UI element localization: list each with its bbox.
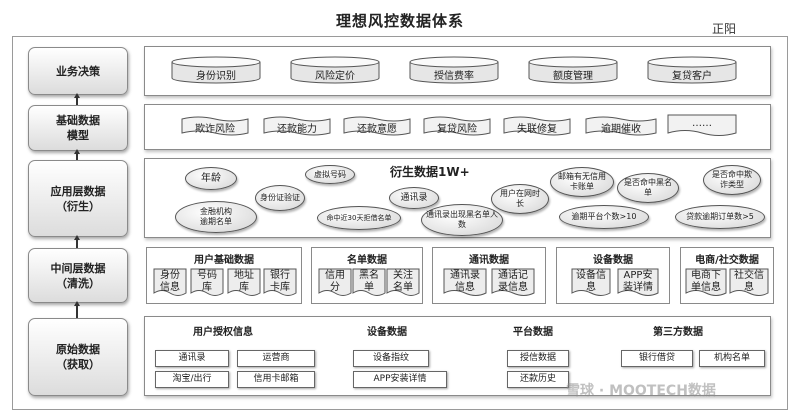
middle-group-title: 名单数据 bbox=[347, 255, 387, 266]
middle-doc: 身份 信息 bbox=[153, 268, 187, 298]
author-label: 正阳 bbox=[712, 22, 737, 36]
raw-tag: 信用卡邮箱 bbox=[237, 371, 315, 388]
middle-doc: 设备信 息 bbox=[571, 268, 611, 298]
derived-item: 邮箱有无信用 卡账单 bbox=[550, 167, 614, 197]
derived-item: 身份证验证 bbox=[255, 185, 305, 211]
decision-label: 复贷客户 bbox=[672, 71, 712, 82]
middle-group: 名单数据 信用 分 黑名 单 关注 名单 bbox=[311, 247, 423, 304]
model-item: 还款意愿 bbox=[343, 115, 411, 137]
raw-tag: 还款历史 bbox=[507, 371, 569, 388]
raw-panel: 用户授权信息 设备数据 平台数据 第三方数据 通讯录 运营商 淘宝/出行 信用卡… bbox=[144, 316, 771, 396]
watermark: 雪球 · MOOTECH数据 bbox=[566, 383, 716, 399]
derived-item: 年龄 bbox=[185, 167, 237, 190]
middle-doc: 社交信 息 bbox=[729, 268, 769, 298]
model-item: 还款能力 bbox=[263, 115, 331, 137]
model-item-more: …… bbox=[667, 113, 737, 139]
derived-item: 逾期平台个数>10 bbox=[559, 205, 649, 229]
model-item: 失联修复 bbox=[503, 115, 571, 137]
arrow-up-icon bbox=[74, 235, 80, 248]
layer-business-decision: 业务决策 bbox=[28, 47, 128, 95]
decision-label: 风险定价 bbox=[315, 71, 355, 82]
derived-item: 虚拟号码 bbox=[305, 165, 355, 184]
decision-cylinder: 额度管理 bbox=[528, 56, 618, 84]
derived-item: 金融机构 逾期名单 bbox=[175, 201, 257, 233]
layer-application-data: 应用层数据 （衍生） bbox=[28, 160, 128, 237]
middle-doc: APP安 装详情 bbox=[617, 268, 659, 298]
middle-doc: 信用 分 bbox=[318, 268, 352, 298]
raw-column-header: 设备数据 bbox=[367, 327, 407, 338]
decision-label: 身份识别 bbox=[196, 71, 236, 82]
middle-doc: 通讯录 信息 bbox=[443, 268, 487, 298]
raw-tag: 机构名单 bbox=[699, 350, 765, 367]
middle-group: 通讯数据 通讯录 信息 通话记 录信息 bbox=[432, 247, 546, 304]
decision-label: 额度管理 bbox=[553, 71, 593, 82]
raw-tag: 淘宝/出行 bbox=[155, 371, 229, 388]
middle-group-title: 通讯数据 bbox=[469, 255, 509, 266]
derived-item: 贷款逾期订单数>5 bbox=[675, 205, 765, 229]
decision-cylinder: 授信费率 bbox=[409, 56, 499, 84]
middle-doc: 关注 名单 bbox=[386, 268, 420, 298]
derived-item: 通讯录出现黑名单人 数 bbox=[421, 204, 503, 236]
middle-doc: 银行 卡库 bbox=[263, 268, 297, 298]
diagram-title: 理想风控数据体系 bbox=[335, 12, 464, 30]
raw-tag: APP安装详情 bbox=[353, 371, 447, 388]
diagram-frame bbox=[12, 36, 788, 410]
derived-item: 是否命中欺 诈类型 bbox=[703, 165, 761, 195]
layer-raw-data: 原始数据 （获取） bbox=[28, 318, 128, 396]
derived-item: 通讯录 bbox=[389, 187, 439, 209]
middle-doc: 通话记 录信息 bbox=[491, 268, 535, 298]
decision-panel: 身份识别 风险定价 授信费率 额度管理 复贷客户 bbox=[144, 46, 771, 96]
decision-cylinder: 风险定价 bbox=[290, 56, 380, 84]
model-item: 欺诈风险 bbox=[181, 115, 249, 137]
arrow-up-icon bbox=[74, 149, 80, 160]
model-item: 复贷风险 bbox=[423, 115, 491, 137]
model-item: 逾期催收 bbox=[585, 115, 657, 137]
derived-panel: 衍生数据1W+ 年龄 虚拟号码 身份证验证 金融机构 逾期名单 通讯录 命中近3… bbox=[144, 158, 771, 238]
middle-group-title: 设备数据 bbox=[593, 255, 633, 266]
raw-tag: 运营商 bbox=[237, 350, 315, 367]
layer-base-model: 基础数据 模型 bbox=[28, 105, 128, 151]
middle-doc: 黑名 单 bbox=[352, 268, 386, 298]
model-panel: 欺诈风险 还款能力 还款意愿 复贷风险 失联修复 逾期催收 …… bbox=[144, 104, 771, 150]
middle-doc: 电商下 单信息 bbox=[685, 268, 727, 298]
middle-group-title: 用户基础数据 bbox=[194, 255, 254, 266]
middle-group: 用户基础数据 身份 信息 号码 库 地址 库 银行 卡库 bbox=[146, 247, 302, 304]
arrow-up-icon bbox=[74, 93, 80, 105]
decision-label: 授信费率 bbox=[434, 71, 474, 82]
middle-group: 电商/社交数据 电商下 单信息 社交信 息 bbox=[680, 247, 774, 304]
derived-title: 衍生数据1W+ bbox=[390, 165, 470, 179]
derived-item: 是否命中黑名 单 bbox=[617, 173, 679, 203]
raw-tag: 通讯录 bbox=[155, 350, 229, 367]
layer-middle-data: 中间层数据 （清洗） bbox=[28, 248, 128, 303]
derived-item: 命中近30天拒借名单 bbox=[317, 206, 401, 230]
raw-column-header: 用户授权信息 bbox=[193, 327, 253, 338]
raw-tag: 银行借贷 bbox=[621, 350, 693, 367]
middle-group: 设备数据 设备信 息 APP安 装详情 bbox=[556, 247, 670, 304]
raw-tag: 设备指纹 bbox=[353, 350, 429, 367]
derived-item: 用户在网时 长 bbox=[491, 184, 549, 214]
middle-doc: 地址 库 bbox=[227, 268, 261, 298]
decision-cylinder: 复贷客户 bbox=[647, 56, 737, 84]
raw-column-header: 第三方数据 bbox=[653, 327, 703, 338]
raw-tag: 授信数据 bbox=[507, 350, 569, 367]
middle-doc: 号码 库 bbox=[190, 268, 224, 298]
decision-cylinder: 身份识别 bbox=[171, 56, 261, 84]
arrow-up-icon bbox=[74, 301, 80, 318]
middle-group-title: 电商/社交数据 bbox=[695, 255, 759, 266]
raw-column-header: 平台数据 bbox=[513, 327, 553, 338]
